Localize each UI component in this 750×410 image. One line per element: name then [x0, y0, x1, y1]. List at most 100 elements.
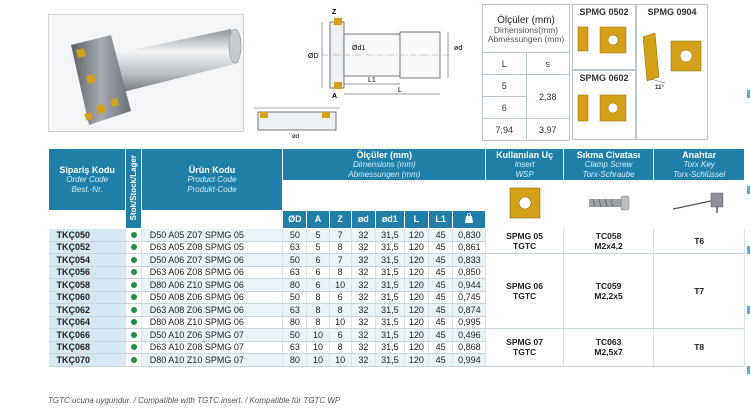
stock-dot-icon [130, 231, 137, 238]
order-code: TKÇ058 [48, 278, 127, 292]
value-Z: 8 [329, 303, 352, 317]
group-screw: TC059 M2,2x5 [563, 253, 655, 329]
value-L: 120 [404, 341, 429, 354]
value-d: 32 [351, 278, 376, 292]
value-d: 32 [351, 353, 376, 367]
value-L1: 45 [428, 303, 454, 317]
s-value: 3,97 [525, 118, 570, 141]
value-weight: 0,868 [452, 341, 487, 354]
value-weight: 0,833 [452, 253, 487, 267]
dim-D-label: ØD [308, 53, 319, 60]
stock-dot-icon [130, 344, 137, 351]
value-D: 63 [282, 266, 308, 279]
group-key: T8 [653, 328, 745, 367]
value-weight: 0,830 [452, 228, 487, 242]
value-d1: 31,5 [375, 353, 405, 367]
value-L: 120 [404, 316, 429, 329]
col-A: A [306, 210, 330, 229]
weight-icon [465, 213, 474, 224]
stock-indicator [125, 328, 142, 342]
product-code: D63 A06 Z08 SPMG 06 [141, 266, 284, 279]
product-code: D50 A05 Z07 SPMG 05 [141, 228, 284, 242]
dim-L1-label: L1 [368, 77, 376, 84]
product-code: D63 A05 Z08 SPMG 05 [141, 241, 284, 254]
value-Z: 7 [329, 253, 352, 267]
value-d: 32 [351, 241, 376, 254]
edge-mark [747, 90, 750, 98]
col-kg [452, 210, 487, 229]
dim-title-de: Abmessungen (mm) [487, 34, 565, 44]
stock-indicator [125, 266, 142, 279]
value-L: 120 [404, 303, 429, 317]
value-L: 120 [404, 278, 429, 292]
stock-dot-icon [130, 356, 137, 363]
order-code: TKÇ068 [48, 341, 127, 354]
value-A: 6 [306, 278, 330, 292]
product-code: D80 A08 Z10 SPMG 06 [141, 316, 284, 329]
value-weight: 0,995 [452, 316, 487, 329]
angle-label: 11° [655, 85, 664, 91]
value-d1: 31,5 [375, 328, 405, 342]
stock-dot-icon [130, 256, 137, 263]
col-d: ød [350, 210, 376, 229]
value-d1: 31,5 [375, 316, 405, 329]
value-L1: 45 [428, 278, 454, 292]
insert-spmg0602: SPMG 0602 [572, 70, 636, 140]
dim-A-label: A [332, 93, 337, 100]
value-L1: 45 [428, 341, 454, 354]
value-d1: 31,5 [375, 266, 405, 279]
value-D: 63 [282, 241, 308, 254]
stock-dot-icon [130, 269, 137, 276]
value-A: 10 [306, 353, 330, 367]
value-weight: 0,496 [452, 328, 487, 342]
insert-header: Kullanılan Uç Insert WSP [485, 148, 564, 181]
product-code: D50 A06 Z07 SPMG 06 [141, 253, 284, 267]
group-insert: SPMG 07 TGTC [485, 328, 564, 367]
value-D: 50 [282, 228, 308, 242]
order-code: TKÇ060 [48, 291, 127, 304]
value-L: 120 [404, 353, 429, 367]
footnote: TGTC ucuna uygundur. / Compatible with T… [48, 396, 341, 405]
value-A: 10 [306, 328, 330, 342]
dim-d1-label: Ød1 [352, 45, 365, 52]
l-value: 7,94 [482, 118, 527, 141]
stock-indicator [125, 241, 142, 254]
stock-indicator [125, 253, 142, 267]
col-s-header: s [525, 52, 570, 75]
value-Z: 8 [329, 266, 352, 279]
value-d: 32 [351, 228, 376, 242]
value-weight: 0,874 [452, 303, 487, 317]
edge-mark [747, 306, 750, 314]
product-code: D63 A10 Z08 SPMG 07 [141, 341, 284, 354]
value-Z: 10 [329, 278, 352, 292]
value-A: 5 [306, 241, 330, 254]
stock-dot-icon [130, 294, 137, 301]
value-Z: 8 [329, 241, 352, 254]
value-d1: 31,5 [375, 291, 405, 304]
product-code-header: Ürün Kodu Product Code Produkt-Code [140, 148, 284, 211]
value-L1: 45 [428, 353, 454, 367]
dim-Z-label: Z [332, 9, 337, 16]
stock-indicator [125, 316, 142, 329]
square-insert-icon: 11° [642, 32, 702, 91]
order-code: TKÇ052 [48, 241, 127, 254]
group-screw: TC058 M2x4,2 [563, 228, 655, 254]
value-weight: 0,861 [452, 241, 487, 254]
l-value: 6 [482, 96, 527, 119]
value-A: 8 [306, 316, 330, 329]
insert-spmg0904: SPMG 0904 11° [636, 4, 708, 140]
value-weight: 0,994 [452, 353, 487, 367]
insert-dimensions-table: Ölçüler (mm) Dimensions(mm) Abmessungen … [482, 4, 570, 141]
value-weight: 0,944 [452, 278, 487, 292]
dims-spacer [282, 180, 486, 211]
order-code: TKÇ056 [48, 266, 127, 279]
value-D: 50 [282, 328, 308, 342]
value-d1: 31,5 [375, 303, 405, 317]
value-L: 120 [404, 241, 429, 254]
dim-d-label: ød [454, 45, 462, 52]
product-photo [48, 14, 244, 132]
edge-mark [747, 186, 750, 194]
